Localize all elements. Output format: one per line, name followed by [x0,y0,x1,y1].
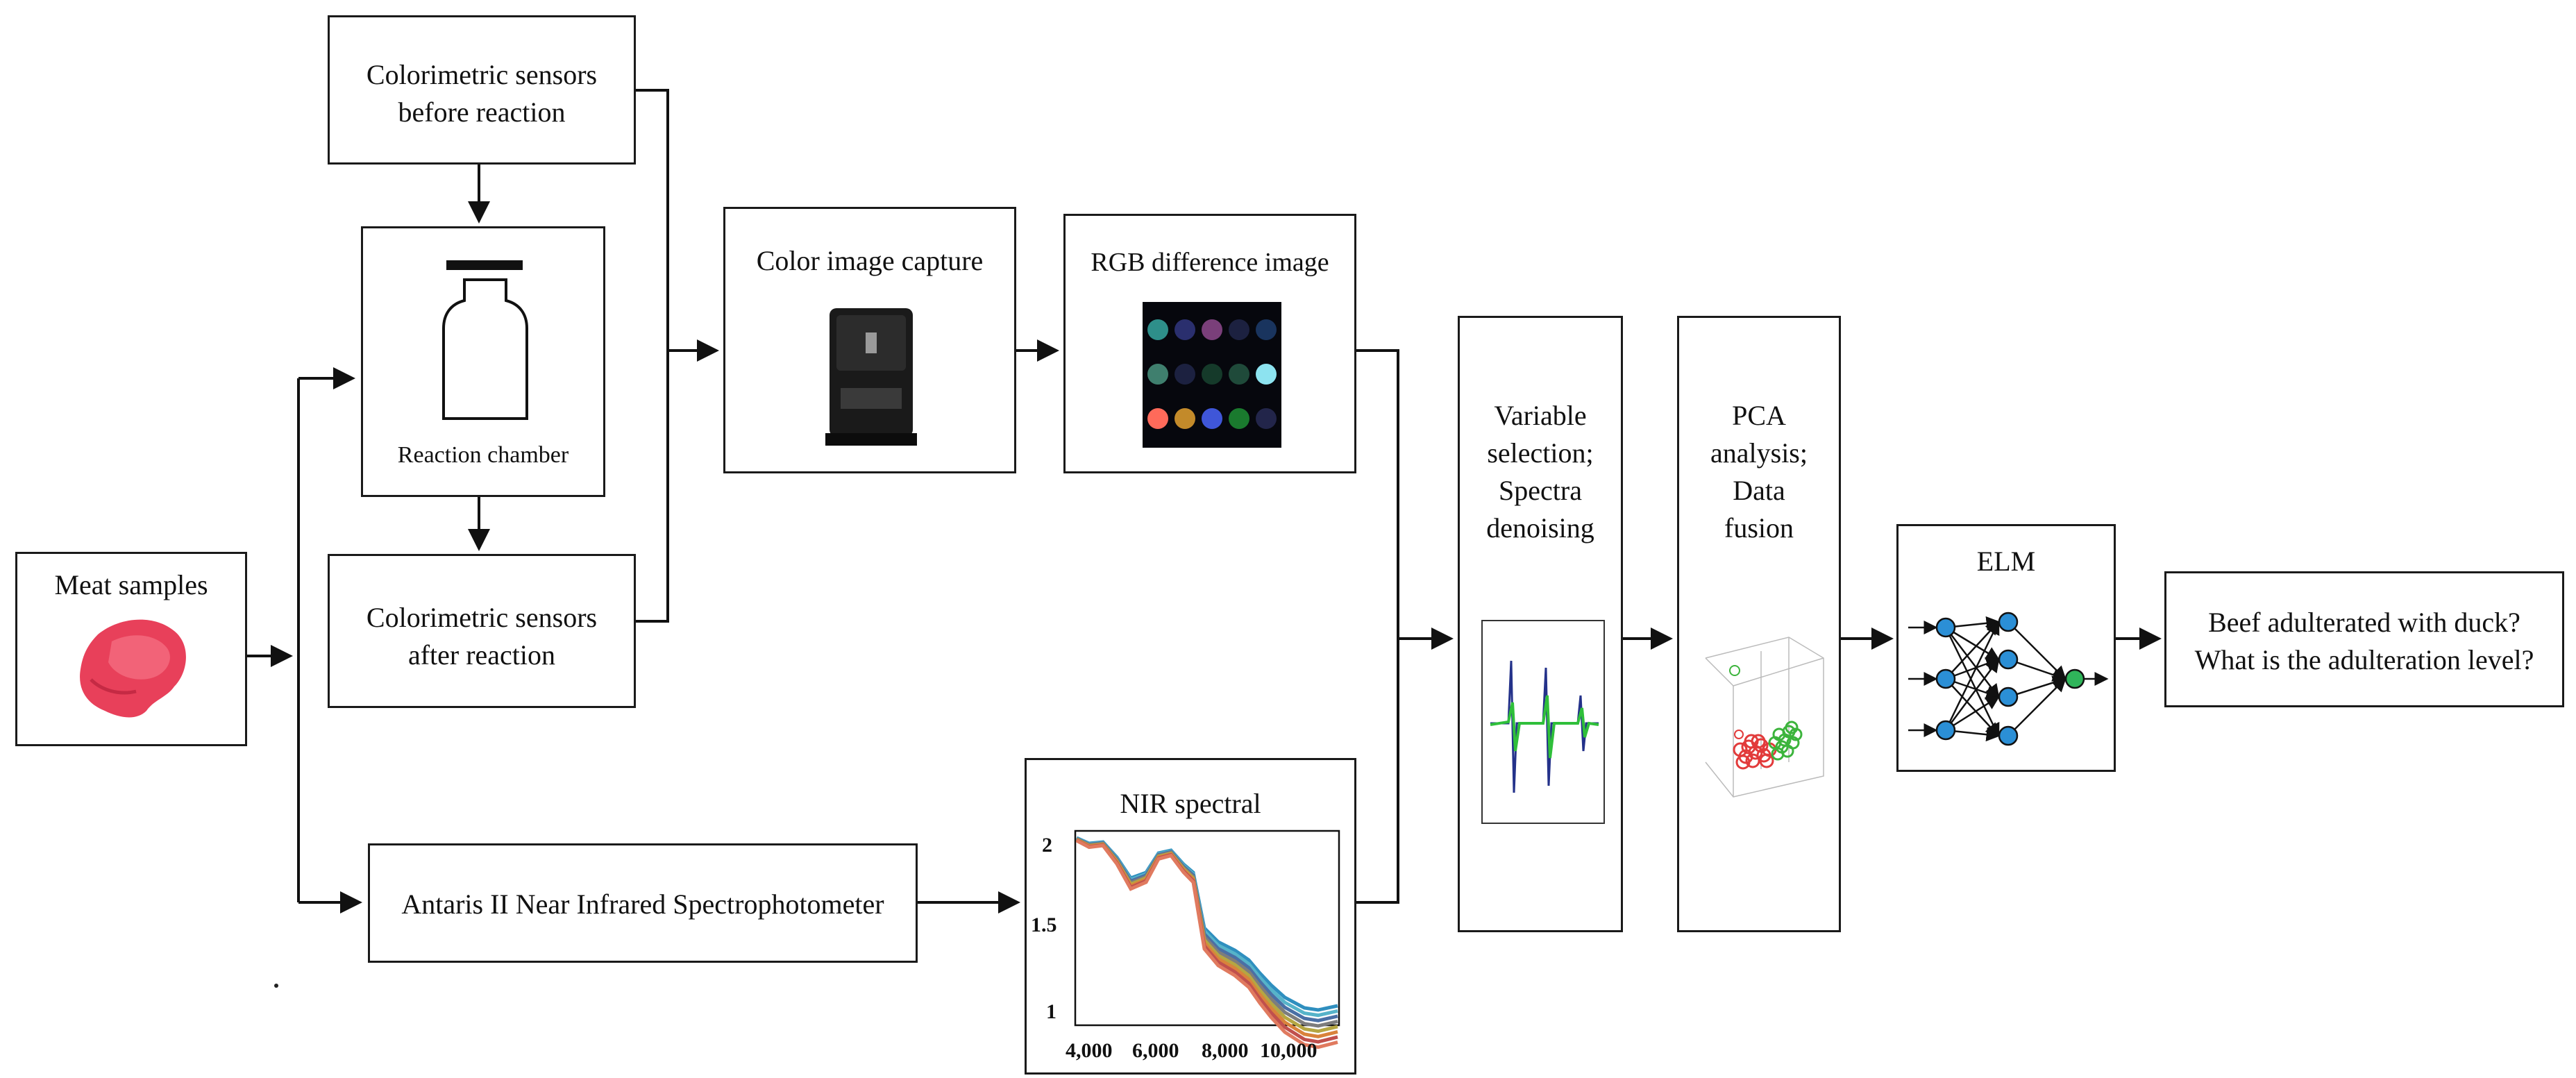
rgb-spot [1202,408,1222,429]
sensor-bracket [636,89,669,623]
nir-spectral-label: NIR spectral [1120,788,1261,819]
elm-node [1998,612,2019,632]
pca-point [1759,753,1774,768]
rgb-spot [1147,408,1168,429]
rgb-difference-label: RGB difference image [1091,248,1329,277]
elm-output-node [2064,668,2085,689]
nir-spectral-box: NIR spectral 2 1.5 1 4,000 6,000 8,000 1… [1025,758,1356,1075]
color-capture-label: Color image capture [756,245,984,276]
pca-point [1771,747,1785,761]
pca-point [1789,727,1803,741]
pca-point [1785,721,1799,734]
sensors-before-line1: Colorimetric sensors [366,59,598,90]
pca-line2: analysis; [1710,437,1808,469]
sensors-before-line2: before reaction [398,96,566,128]
pca-line4: fusion [1724,512,1794,544]
rgb-spot [1147,364,1168,385]
pca-3d-plot [1705,637,1824,798]
reaction-chamber-icon [442,260,528,420]
rgb-spot [1175,319,1195,340]
reaction-chamber-box: Reaction chamber [361,226,605,497]
pca-point [1745,753,1760,768]
merge-bracket [1356,349,1399,904]
elm-label: ELM [1976,546,2036,577]
color-capture-box: Color image capture [723,207,1016,473]
elm-node [1998,725,2019,746]
varsel-line2: selection; [1487,437,1594,469]
rgb-spot [1147,319,1168,340]
elm-node [1998,687,2019,707]
pca-line3: Data [1733,475,1785,506]
pca-box: PCA analysis; Data fusion [1677,316,1841,932]
variable-selection-box: Variable selection; Spectra denoising [1458,316,1623,932]
varsel-line1: Variable [1494,400,1587,431]
meat-samples-label: Meat samples [54,569,208,600]
meat-samples-box: Meat samples [15,552,247,746]
elm-network-diagram [1908,612,2109,746]
result-line1: Beef adulterated with duck? [2208,607,2520,638]
y-tick-1: 1 [1046,1000,1057,1023]
elm-node [1998,649,2019,670]
meat-image [80,619,186,718]
y-tick-2: 2 [1042,834,1052,857]
denoising-plot [1481,620,1605,824]
varsel-line4: denoising [1486,512,1594,544]
x-tick-8000: 8,000 [1202,1039,1249,1062]
pca-point [1734,730,1744,739]
sensors-before-box: Colorimetric sensors before reaction [328,15,636,165]
pca-point [1729,665,1740,676]
rgb-spot [1229,408,1249,429]
pca-point [1735,755,1751,770]
elm-node [1935,720,1956,741]
y-tick-1-5: 1.5 [1031,913,1057,936]
pca-point [1751,734,1766,749]
elm-node [1935,617,1956,638]
reaction-chamber-label: Reaction chamber [397,442,569,468]
rgb-spot [1175,364,1195,385]
rgb-spot [1202,364,1222,385]
rgb-spot [1175,408,1195,429]
result-line2: What is the adulteration level? [2194,644,2534,675]
rgb-spot [1202,319,1222,340]
elm-node [1935,668,1956,689]
x-tick-10000: 10,000 [1260,1039,1318,1062]
rgb-spot [1256,408,1277,429]
rgb-spot [1229,364,1249,385]
rgb-difference-box: RGB difference image [1063,214,1356,473]
x-tick-4000: 4,000 [1066,1039,1113,1062]
nir-spectrum-line [1075,839,1338,1050]
rgb-spot [1256,319,1277,340]
result-box: Beef adulterated with duck? What is the … [2164,571,2564,707]
rgb-difference-image [1143,302,1281,448]
x-tick-6000: 6,000 [1132,1039,1179,1062]
rgb-spot [1256,364,1277,385]
sensors-after-line2: after reaction [407,639,556,671]
pca-line1: PCA [1732,400,1786,431]
elm-box: ELM [1896,524,2116,772]
nir-spectra-chart: 2 1.5 1 4,000 6,000 8,000 10,000 [1031,829,1340,1062]
camera-device-icon [825,308,917,446]
nir-instrument-label: Antaris II Near Infrared Spectrophotomet… [401,888,884,920]
varsel-line3: Spectra [1499,475,1582,506]
pca-point [1744,734,1759,749]
sensors-after-line1: Colorimetric sensors [366,602,598,633]
rgb-spot [1229,319,1249,340]
sensors-after-box: Colorimetric sensors after reaction [328,554,636,708]
nir-instrument-box: Antaris II Near Infrared Spectrophotomet… [368,843,918,963]
